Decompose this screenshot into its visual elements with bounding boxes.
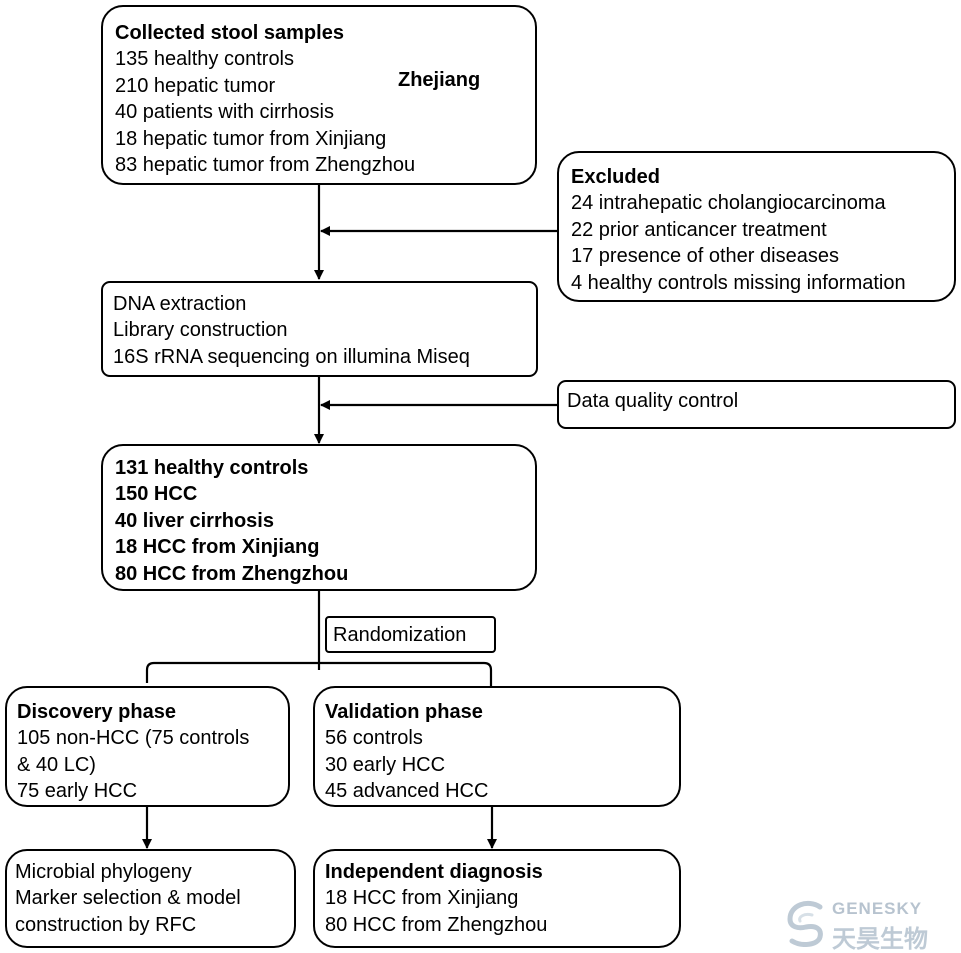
excluded-box: Excluded 24 intrahepatic cholangiocarcin…	[557, 151, 956, 302]
quality-control-box: Data quality control	[557, 380, 956, 429]
independent-box: Independent diagnosis 18 HCC from Xinjia…	[313, 849, 681, 948]
validation-line: 45 advanced HCC	[325, 780, 489, 803]
excluded-line: 17 presence of other diseases	[571, 245, 839, 268]
sequencing-line: DNA extraction	[113, 293, 247, 315]
discovery-box: Discovery phase 105 non-HCC (75 controls…	[5, 686, 290, 807]
validation-line: 56 controls	[325, 727, 423, 750]
genesky-watermark: GENESKY 天昊生物	[782, 897, 952, 953]
cohort-line: 150 HCC	[115, 483, 198, 506]
microbial-line: construction by RFC	[15, 913, 197, 936]
collected-line: 40 patients with cirrhosis	[115, 101, 334, 124]
randomization-box: Randomization	[325, 616, 496, 653]
collected-line: 83 hepatic tumor from Zhengzhou	[115, 154, 416, 177]
genesky-logo-icon	[787, 901, 823, 947]
cohort-line: 40 liver cirrhosis	[115, 509, 274, 532]
discovery-line: 75 early HCC	[17, 780, 138, 803]
excluded-line: 4 healthy controls missing information	[571, 271, 906, 294]
excluded-title: Excluded	[571, 166, 660, 188]
validation-line: 30 early HCC	[325, 753, 446, 776]
sequencing-box: DNA extraction Library construction 16S …	[101, 281, 538, 377]
split-bar	[145, 661, 493, 687]
watermark-brand-cn: 天昊生物	[832, 926, 928, 953]
discovery-line: 105 non-HCC (75 controls	[17, 727, 250, 750]
watermark-brand-en: GENESKY	[832, 899, 923, 918]
independent-line: 18 HCC from Xinjiang	[325, 887, 519, 910]
collected-line: 135 healthy controls	[115, 48, 295, 71]
validation-title: Validation phase	[325, 701, 483, 723]
excluded-line: 24 intrahepatic cholangiocarcinoma	[571, 192, 886, 215]
independent-line: 80 HCC from Zhengzhou	[325, 913, 548, 936]
cohort-line: 18 HCC from Xinjiang	[115, 536, 320, 559]
discovery-line: & 40 LC)	[17, 753, 96, 776]
collected-line: 18 hepatic tumor from Xinjiang	[115, 127, 387, 150]
microbial-line: Microbial phylogeny	[15, 861, 192, 883]
sequencing-line: 16S rRNA sequencing on illumina Miseq	[113, 345, 470, 368]
collected-title: Collected stool samples	[115, 22, 344, 44]
microbial-box: Microbial phylogeny Marker selection & m…	[5, 849, 296, 948]
microbial-line: Marker selection & model	[15, 887, 241, 910]
cohort-line: 80 HCC from Zhengzhou	[115, 562, 349, 585]
randomization-label: Randomization	[333, 624, 467, 646]
sequencing-line: Library construction	[113, 319, 288, 342]
collected-line: 210 hepatic tumor	[115, 74, 276, 97]
validation-box: Validation phase 56 controls 30 early HC…	[313, 686, 681, 807]
discovery-title: Discovery phase	[17, 701, 176, 723]
cohort-box: 131 healthy controls 150 HCC 40 liver ci…	[101, 444, 537, 591]
excluded-line: 22 prior anticancer treatment	[571, 218, 827, 241]
zhejiang-label: Zhejiang	[398, 69, 481, 91]
independent-title: Independent diagnosis	[325, 861, 543, 883]
collected-samples-box: Collected stool samples 135 healthy cont…	[101, 5, 537, 185]
cohort-line: 131 healthy controls	[115, 457, 309, 479]
quality-control-label: Data quality control	[567, 390, 739, 412]
